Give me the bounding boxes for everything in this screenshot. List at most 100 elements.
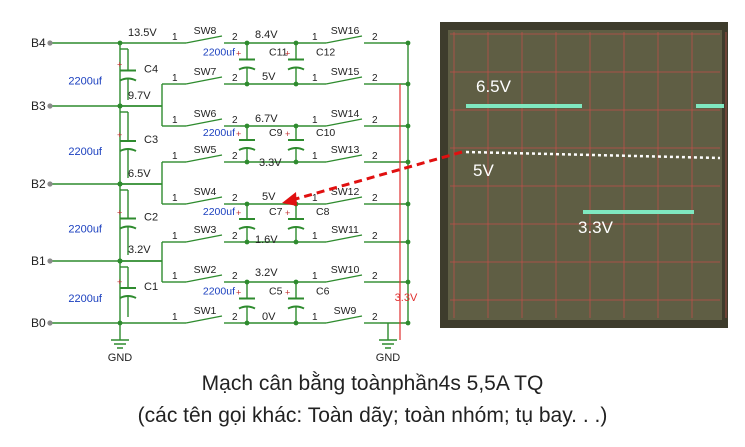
battery-terminal-B0: B0 [31,316,46,330]
switch-SW7-pin2: 2 [232,73,238,84]
switch-SW3-pin2: 2 [232,231,238,242]
battery-cap-C2-plus-sign: + [117,208,122,218]
battery-cap-C1-plus-sign: + [117,277,122,287]
switch-SW2-pin1: 1 [172,271,178,282]
switch-SW4-pin2: 2 [232,193,238,204]
junction-dot [293,239,299,245]
scope-screen [448,30,722,320]
fly-cap-C8-plate-neg [287,226,305,230]
switch-SW13-blade [325,154,363,163]
fly-voltage-4: 3.3V [259,157,282,169]
switch-SW13-label: SW13 [331,144,360,156]
switch-SW11-label: SW11 [331,224,359,236]
switch-SW2-blade [185,274,223,283]
switch-SW14-pin1: 1 [312,115,318,126]
switch-SW12-pin1: 1 [312,193,318,204]
pointer-arrow-shaft [291,150,463,202]
battery-terminal-B2: B2 [31,177,46,191]
fly-cap-value-4: 2200uf [203,286,235,298]
switch-SW11-pin2: 2 [372,231,378,242]
gnd-left-label: GND [108,352,133,364]
battery-cap-C4-name: C4 [144,64,158,76]
gnd-left-symbol [111,339,129,349]
switch-SW11-blade [325,234,363,243]
switch-SW16-blade [325,35,363,44]
fly-cap-C5-plate-neg [238,305,256,310]
switch-SW14-blade [325,118,363,127]
caption-subtitle: (các tên gọi khác: Toàn dãy; toàn nhóm; … [137,404,608,427]
battery-terminal-B1: B1 [31,254,46,268]
scope-label-mid: 5V [473,161,494,180]
junction-dot [117,258,123,264]
switch-SW15-label: SW15 [331,66,360,78]
fly-cap-name-C9: C9 [269,127,283,139]
terminal-dot [47,40,53,46]
switch-SW9-label: SW9 [334,305,357,317]
fly-cap-C10-plus-sign: + [285,129,290,139]
fly-cap-C7-plus-sign: + [236,208,241,218]
fly-cap-C6-plate-neg [287,305,305,310]
junction-dot [293,81,299,87]
junction-dot [405,201,411,207]
fly-cap-C7-plate-neg [238,226,256,230]
switch-SW3-label: SW3 [194,224,217,236]
battery-cap-C1-plate-neg [119,295,137,299]
bus-voltage-label: 3.3V [395,292,418,304]
switch-SW4-label: SW4 [194,186,217,198]
node-voltage-1: 3.2V [128,244,151,256]
switch-SW5-pin1: 1 [172,151,178,162]
fly-cap-name-C12: C12 [316,47,335,59]
battery-cap-C1-name: C1 [144,281,158,293]
node-voltage-4: 13.5V [128,27,157,39]
junction-dot [244,201,250,207]
battery-cap-C3-name: C3 [144,134,158,146]
switch-SW10-pin1: 1 [312,271,318,282]
switch-SW14-pin2: 2 [372,115,378,126]
fly-cap-C12-plate-neg [287,66,305,71]
scope-label-high: 6.5V [476,77,512,96]
switch-SW12-label: SW12 [331,186,360,198]
switch-SW1-label: SW1 [194,305,217,317]
fly-cap-name-C8: C8 [316,206,330,218]
battery-cap-C1-value: 2200uf [68,293,103,305]
switch-SW8-pin2: 2 [232,32,238,43]
battery-cap-C3-value: 2200uf [68,146,103,158]
switch-SW9-pin1: 1 [312,312,318,323]
junction-dot [405,320,411,326]
oscilloscope-photo: 6.5V 5V 3.3V [282,22,728,328]
switch-SW1-blade [185,315,223,324]
labels: B4B3B2B1B0+C42200uf+C32200uf+C22200uf+C1… [31,25,418,364]
switch-SW15-blade [325,76,363,85]
junction-dot [244,40,250,46]
fly-cap-name-C10: C10 [316,127,335,139]
switch-SW7-pin1: 1 [172,73,178,84]
battery-cap-C4-value: 2200uf [68,76,103,88]
node-voltage-3: 9.7V [128,90,151,102]
junction-dot [293,159,299,165]
switch-SW16-pin1: 1 [312,32,318,43]
fly-cap-value-3: 2200uf [203,206,235,218]
switch-SW2-pin2: 2 [232,271,238,282]
switch-SW3-blade [185,234,223,243]
switch-SW6-blade [185,118,223,127]
switch-SW15-pin2: 2 [372,73,378,84]
junction-dot [405,123,411,129]
switch-SW4-blade [185,196,223,205]
fly-voltage-3: 6.7V [255,113,278,125]
junction-dot [117,320,123,326]
switch-SW5-pin2: 2 [232,151,238,162]
fly-cap-C11-plate-neg [238,66,256,71]
switch-SW9-pin2: 2 [372,312,378,323]
switch-SW11-pin1: 1 [312,231,318,242]
terminal-dot [47,103,53,109]
junction-dot [117,181,123,187]
switch-SW5-blade [185,154,223,163]
junction-dot [244,159,250,165]
terminal-dot [47,258,53,264]
battery-cap-C2-value: 2200uf [68,224,103,236]
junction-dot [405,40,411,46]
fly-cap-value-1: 2200uf [203,47,235,59]
junction-dot [405,159,411,165]
fly-voltage-1: 8.4V [255,29,278,41]
battery-terminal-B4: B4 [31,36,46,50]
